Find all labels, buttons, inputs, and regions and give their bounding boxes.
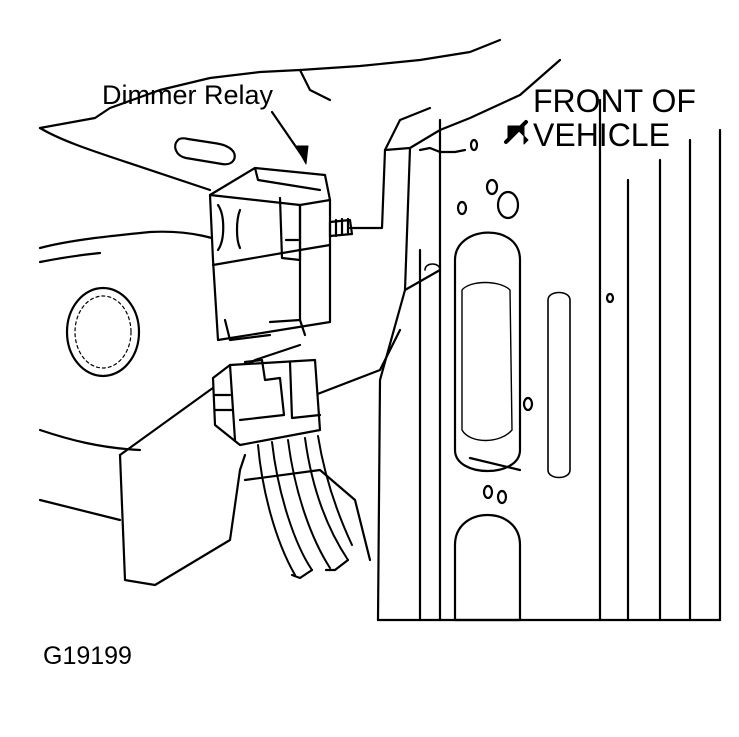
figure-id: G19199 — [43, 642, 132, 670]
wire-harness — [257, 435, 353, 576]
callout-leader — [270, 110, 309, 165]
mounting-stud — [328, 218, 354, 238]
front-of-vehicle-label-line2: VEHICLE — [533, 117, 670, 153]
mounting-pillar — [348, 58, 722, 622]
pillar-slot-lower — [453, 514, 522, 622]
dimmer-relay-label: Dimmer Relay — [102, 80, 274, 110]
dimmer-relay — [208, 166, 354, 342]
arrow-down-left-icon — [504, 120, 529, 145]
panel-slot — [174, 137, 236, 166]
body-panel — [38, 38, 502, 587]
panel-hole — [65, 286, 141, 378]
front-of-vehicle-label-line1: FRONT OF — [533, 83, 696, 119]
pillar-slot-upper — [453, 231, 522, 472]
relay-connector — [211, 358, 353, 580]
leader-arrowhead — [295, 145, 309, 165]
